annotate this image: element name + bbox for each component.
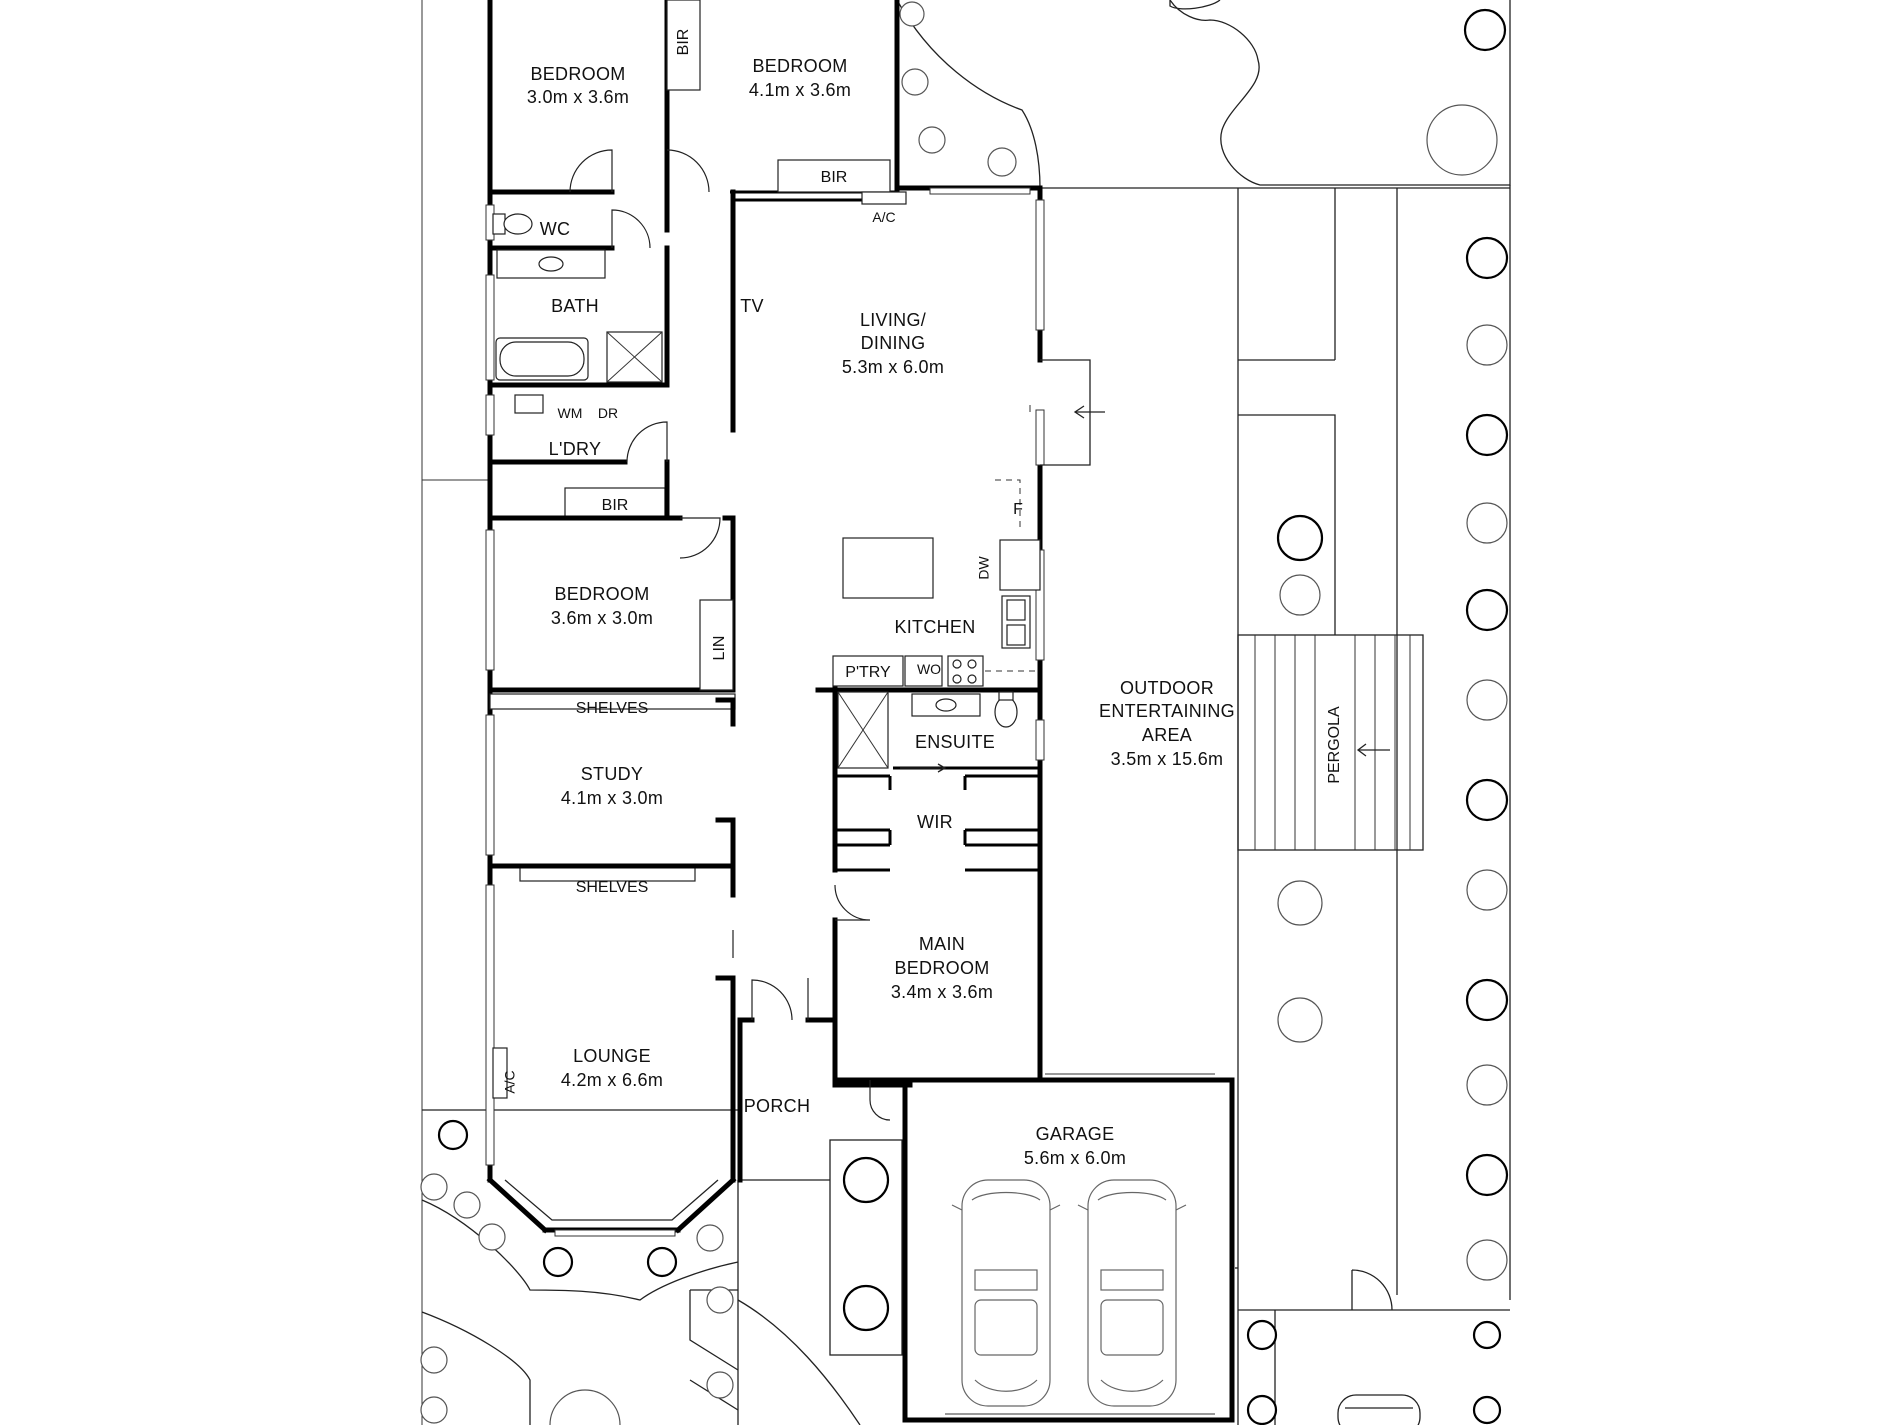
bedroom-tl-size: 3.0m x 3.6m [527,87,629,107]
pantry-label: P'TRY [845,664,891,681]
fridge-label: F [1013,501,1023,518]
living-name-1: LIVING/ [860,310,926,330]
bath-label: BATH [551,296,599,316]
ac-label-lounge: A/C [502,1070,518,1093]
tv-label: TV [740,296,764,316]
windows [485,187,1045,1237]
dw-label: DW [976,556,992,580]
garage-name: GARAGE [1036,1124,1115,1144]
wc-label: WC [540,219,571,239]
living-size: 5.3m x 6.0m [842,357,944,377]
porch-label: PORCH [744,1096,811,1116]
study-size: 4.1m x 3.0m [561,788,663,808]
kitchen-label: KITCHEN [894,617,975,637]
dr-label: DR [598,405,618,421]
garden-lines: PERGOLA [421,0,1511,1425]
wm-label: WM [558,405,583,421]
garage-size: 5.6m x 6.0m [1024,1148,1126,1168]
doors [569,149,1105,1121]
outdoor-name-3: AREA [1142,725,1192,745]
lounge-name: LOUNGE [573,1046,651,1066]
bedroom-tl-name: BEDROOM [530,64,625,84]
wo-label: WO [917,661,941,677]
main-bedroom-name-1: MAIN [919,934,965,954]
outdoor-name-1: OUTDOOR [1120,678,1214,698]
living-name-2: DINING [861,333,926,353]
bedroom-mid-name: BEDROOM [554,584,649,604]
bedroom-tr-size: 4.1m x 3.6m [749,80,851,100]
bedroom-tr-name: BEDROOM [752,56,847,76]
shelves-label-2: SHELVES [576,879,649,896]
main-bedroom-name-2: BEDROOM [894,958,989,978]
wir-label: WIR [917,812,953,832]
outdoor-name-2: ENTERTAINING [1099,701,1235,721]
cars [951,1179,1187,1407]
shrubs [420,1,1509,1425]
outdoor-size: 3.5m x 15.6m [1111,749,1224,769]
lin-label: LIN [711,636,728,661]
main-bedroom-size: 3.4m x 3.6m [891,982,993,1002]
bedroom-mid-size: 3.6m x 3.0m [551,608,653,628]
lounge-size: 4.2m x 6.6m [561,1070,663,1090]
car-right [1077,1179,1187,1407]
ensuite-label: ENSUITE [915,732,995,752]
shelves-label-1: SHELVES [576,700,649,717]
ac-label-top: A/C [872,209,895,225]
laundry-label: L'DRY [549,439,602,459]
car-left [951,1179,1061,1407]
bir-label-3: BIR [602,497,629,514]
room-labels: BEDROOM 3.0m x 3.6m BEDROOM 4.1m x 3.6m … [502,29,1235,1168]
pergola: PERGOLA [1237,634,1424,851]
bir-label-1: BIR [675,29,692,56]
bir-label-2: BIR [821,169,848,186]
pergola-label: PERGOLA [1326,706,1343,784]
study-name: STUDY [581,764,644,784]
fixtures [492,191,1041,1099]
